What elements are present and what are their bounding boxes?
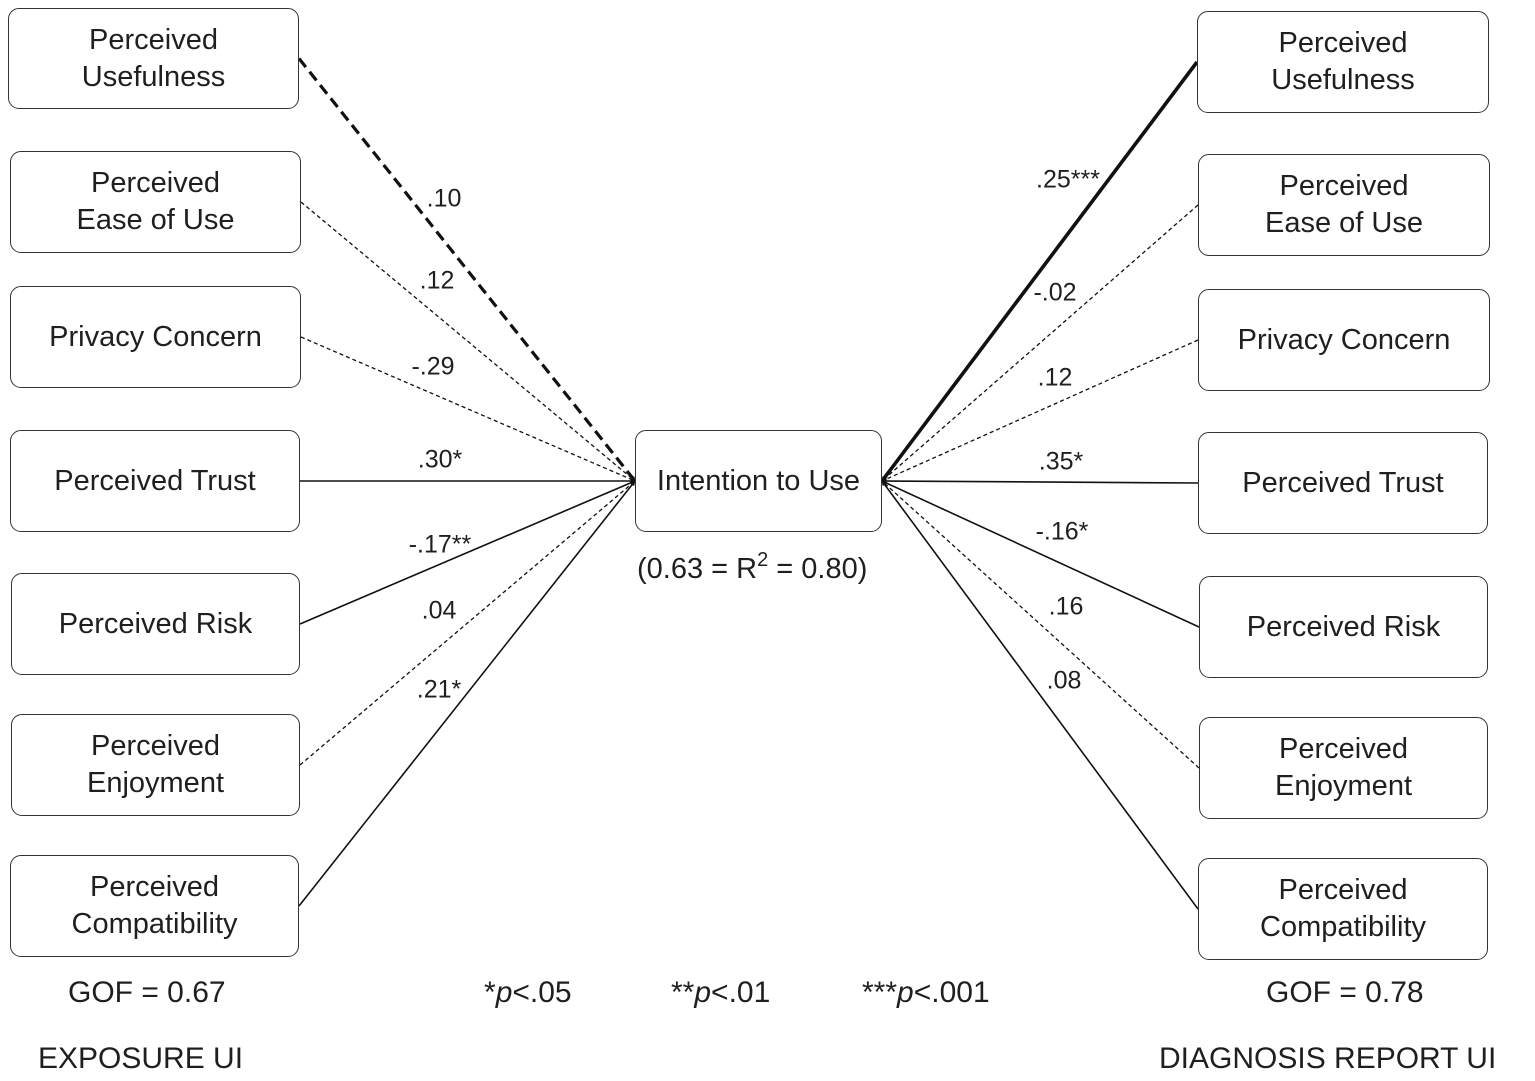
left-path-arrow (300, 336, 636, 482)
right-construct-box: Perceived Trust (1198, 432, 1488, 534)
right-path-coefficient: .25*** (1036, 165, 1100, 194)
right-path-arrow (881, 339, 1199, 482)
left-path-arrow (299, 480, 636, 625)
left-path-coefficient: .30* (417, 445, 463, 474)
right-construct-box: Perceived Risk (1199, 576, 1488, 678)
left-construct-label: Privacy Concern (49, 320, 262, 353)
left-path-coefficient: .10 (426, 184, 462, 213)
right-path-coefficient: -.02 (1033, 278, 1077, 307)
right-path-arrow (881, 480, 1200, 628)
left-gof: GOF = 0.67 (68, 976, 226, 1009)
right-path-arrow (881, 478, 1199, 484)
right-construct-label: Perceived (1279, 170, 1409, 202)
right-construct-label: Perceived (1278, 874, 1408, 906)
left-construct-box: Perceived Risk (11, 573, 300, 675)
left-construct-label: Perceived Trust (54, 464, 256, 497)
left-path-arrow (298, 480, 636, 907)
right-construct-box: Privacy Concern (1198, 289, 1490, 391)
legend-p001: ***p<.001 (862, 976, 990, 1009)
right-gof: GOF = 0.78 (1266, 976, 1424, 1009)
right-path-arrow (881, 480, 1200, 769)
right-construct-label: Ease of Use (1265, 207, 1423, 239)
left-construct-label: Compatibility (71, 908, 238, 940)
left-construct-label: Perceived (91, 167, 220, 199)
left-path-coefficient: .04 (421, 596, 457, 625)
left-path-arrow (299, 480, 636, 766)
right-construct-label: Usefulness (1271, 64, 1415, 96)
right-construct-label: Compatibility (1260, 911, 1426, 943)
intention-to-use-box: Intention to Use (635, 430, 882, 532)
right-construct-label: Perceived Risk (1246, 610, 1441, 643)
right-construct-label: Perceived (1278, 27, 1408, 59)
right-construct-label: Perceived Trust (1242, 466, 1444, 499)
r-squared-range: (0.63 = R2 = 0.80) (637, 549, 868, 585)
right-path-coefficient: .12 (1037, 363, 1073, 392)
left-path-arrow (297, 57, 637, 482)
left-construct-label: Perceived Risk (58, 607, 253, 640)
left-construct-label: Perceived (91, 730, 220, 762)
right-path-coefficient: .08 (1046, 666, 1082, 695)
left-construct-label: Enjoyment (86, 767, 224, 799)
right-construct-label: Privacy Concern (1237, 323, 1451, 356)
left-construct-label: Ease of Use (76, 204, 235, 236)
left-path-coefficient: -.17** (408, 530, 472, 559)
left-construct-label: Perceived (89, 23, 218, 56)
intention-to-use-label: Intention to Use (656, 464, 861, 497)
right-group-title: DIAGNOSIS REPORT UI (1159, 1042, 1497, 1075)
left-construct-label: Perceived (90, 871, 219, 903)
right-path-arrow (881, 204, 1199, 482)
right-construct-label: Enjoyment (1274, 770, 1412, 802)
left-path-coefficient: -.29 (411, 352, 455, 381)
left-path-arrow (300, 201, 636, 482)
right-construct-label: Perceived (1279, 733, 1408, 765)
right-path-arrow (880, 60, 1199, 483)
left-construct-label: Usefulness (81, 60, 226, 93)
legend-p01: **p<.01 (671, 976, 771, 1009)
legend-p05: *p<.05 (484, 976, 572, 1009)
right-path-coefficient: .16 (1048, 592, 1084, 621)
right-path-arrow (881, 480, 1199, 910)
right-path-coefficient: .35* (1038, 447, 1084, 476)
left-construct-box: Privacy Concern (10, 286, 301, 388)
left-path-coefficient: .21* (416, 675, 462, 704)
right-path-coefficient: -.16* (1035, 517, 1089, 546)
left-group-title: EXPOSURE UI (38, 1042, 244, 1075)
left-construct-box: Perceived Trust (10, 430, 300, 532)
left-path-coefficient: .12 (419, 266, 455, 295)
